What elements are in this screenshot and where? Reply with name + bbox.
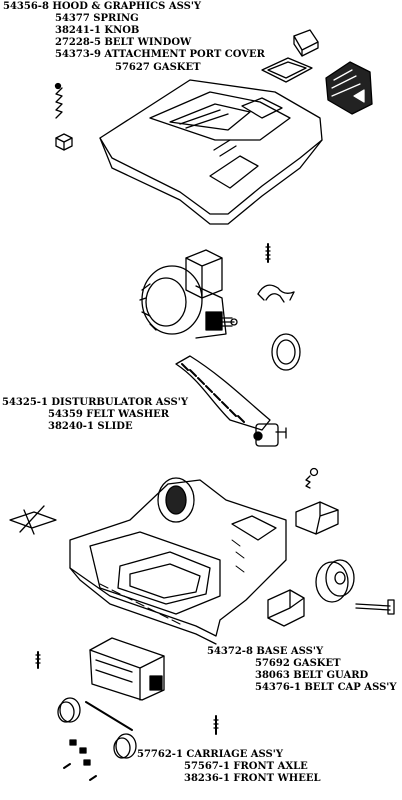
- front-axle-part: [86, 702, 132, 730]
- carriage-part: [90, 638, 164, 700]
- knob-part: [56, 134, 72, 150]
- hood-label-4: 27228-5 BELT WINDOW: [55, 37, 192, 48]
- disturbulator-label-2: 54359 FELT WASHER: [48, 409, 170, 420]
- rear-axle-part: [356, 600, 394, 614]
- carriage-label-1: 57762-1 CARRIAGE ASS'Y: [137, 749, 283, 760]
- belt-guard-clip-part: [258, 285, 294, 302]
- motor-part: [140, 250, 237, 338]
- base-screw-part: [36, 652, 40, 668]
- carriage-label-2: 57567-1 FRONT AXLE: [184, 761, 308, 772]
- hood-label-2: 54377 SPRING: [55, 13, 139, 24]
- belt-cap-part: [268, 590, 304, 626]
- hood-label-6: 57627 GASKET: [115, 62, 201, 73]
- disturbulator-label-1: 54325-1 DISTURBULATOR ASS'Y: [2, 397, 188, 408]
- base-label-3: 38063 BELT GUARD: [255, 670, 369, 681]
- base-label-2: 57692 GASKET: [255, 658, 341, 669]
- front-wheel-part: [58, 698, 136, 758]
- hood-part: [100, 80, 322, 224]
- carriage-label-3: 38236-1 FRONT WHEEL: [184, 773, 321, 784]
- belt-window-part: [294, 30, 318, 56]
- slide-part: [10, 506, 56, 534]
- screw-part: [266, 244, 270, 262]
- disturbulator-part: [176, 356, 286, 446]
- small-fasteners-part: [64, 716, 218, 780]
- felt-washer-part: [272, 334, 300, 370]
- base-part: [70, 478, 286, 644]
- rear-wheel-part: [316, 560, 354, 602]
- hood-label-3: 38241-1 KNOB: [55, 25, 140, 36]
- base-label-4: 54376-1 BELT CAP ASS'Y: [255, 682, 397, 693]
- attachment-port-cover-part: [262, 58, 312, 82]
- disturbulator-label-3: 38240-1 SLIDE: [48, 421, 133, 432]
- belt-guard-part: [296, 469, 338, 535]
- spring-part: [56, 84, 63, 119]
- hood-label-5: 54373-9 ATTACHMENT PORT COVER: [55, 49, 265, 60]
- base-label-1: 54372-8 BASE ASS'Y: [207, 646, 324, 657]
- gasket-part: [326, 62, 372, 114]
- hood-label-1: 54356-8 HOOD & GRAPHICS ASS'Y: [3, 1, 202, 12]
